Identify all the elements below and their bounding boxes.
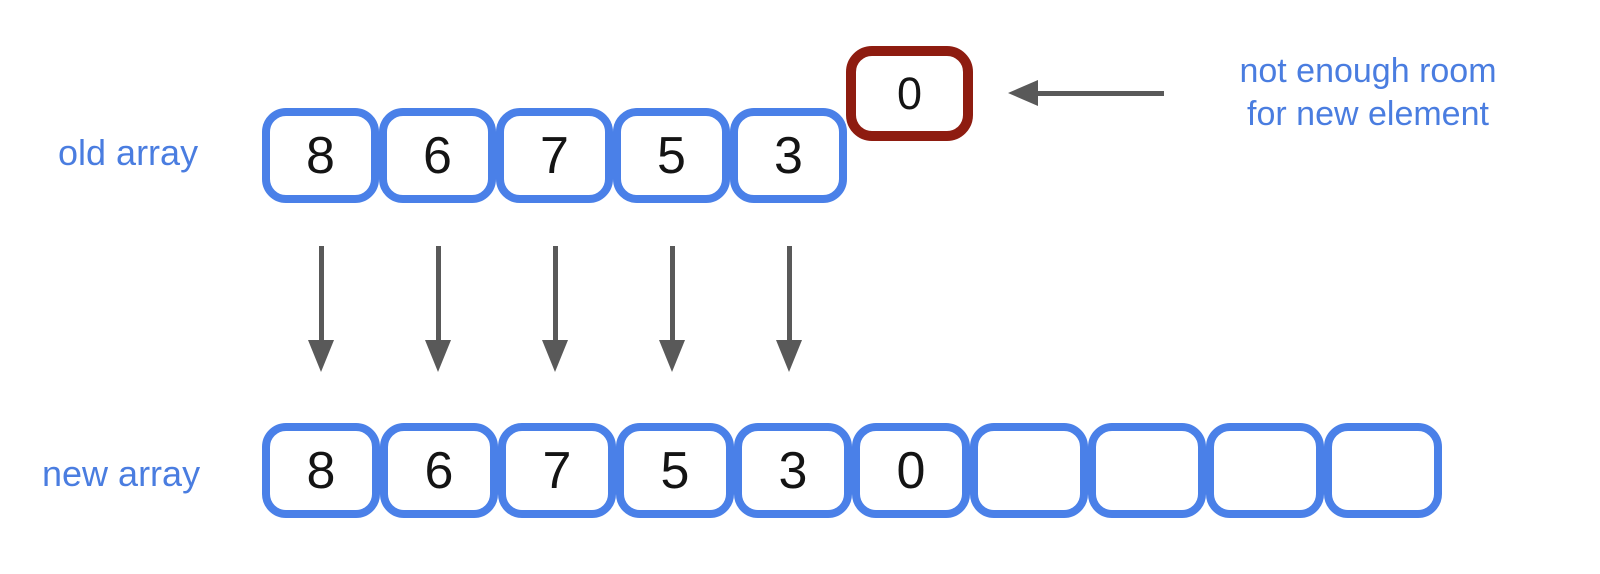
array-cell: 8 bbox=[262, 423, 380, 518]
array-cell: 6 bbox=[379, 108, 496, 203]
down-arrow-shaft bbox=[435, 246, 441, 342]
array-cell: 7 bbox=[496, 108, 613, 203]
array-cell: 5 bbox=[616, 423, 734, 518]
down-arrow-shaft bbox=[318, 246, 324, 342]
left-arrow-head bbox=[1008, 80, 1038, 106]
overflow-box: 0 bbox=[846, 46, 973, 141]
down-arrow-shaft bbox=[669, 246, 675, 342]
array-cell bbox=[970, 423, 1088, 518]
down-arrow-shaft bbox=[786, 246, 792, 342]
array-cell: 8 bbox=[262, 108, 379, 203]
down-arrow-shaft bbox=[552, 246, 558, 342]
left-arrow-shaft bbox=[1034, 90, 1164, 96]
down-arrow-head bbox=[308, 340, 334, 372]
array-cell bbox=[1324, 423, 1442, 518]
annotation-line-2: for new element bbox=[1247, 95, 1489, 133]
overflow-value: 0 bbox=[896, 67, 923, 119]
array-cell: 6 bbox=[380, 423, 498, 518]
old-array-label: old array bbox=[58, 132, 199, 173]
array-cell: 3 bbox=[734, 423, 852, 518]
down-arrow-icon bbox=[775, 246, 803, 372]
down-arrow-icon bbox=[424, 246, 452, 372]
array-cell bbox=[1088, 423, 1206, 518]
down-arrow-head bbox=[425, 340, 451, 372]
array-cell bbox=[1206, 423, 1324, 518]
down-arrow-head bbox=[542, 340, 568, 372]
array-cell: 0 bbox=[852, 423, 970, 518]
new-array-label: new array bbox=[42, 453, 201, 494]
down-arrow-icon bbox=[541, 246, 569, 372]
down-arrow-head bbox=[659, 340, 685, 372]
array-cell: 5 bbox=[613, 108, 730, 203]
annotation-line-1: not enough room bbox=[1239, 52, 1497, 90]
down-arrow-icon bbox=[658, 246, 686, 372]
left-arrow-icon bbox=[1008, 80, 1164, 106]
down-arrow-icon bbox=[307, 246, 335, 372]
array-cell: 7 bbox=[498, 423, 616, 518]
annotation-text: not enough room for new element bbox=[1190, 50, 1546, 136]
array-cell: 3 bbox=[730, 108, 847, 203]
down-arrow-head bbox=[776, 340, 802, 372]
